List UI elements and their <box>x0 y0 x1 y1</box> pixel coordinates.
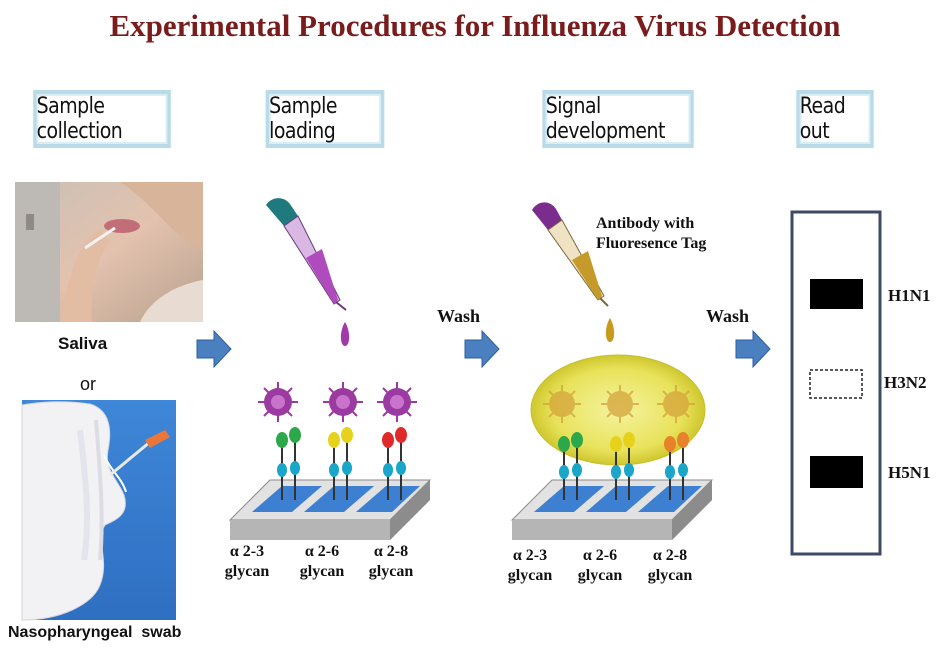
glycan-stalks-signal <box>558 432 689 500</box>
readout-strip <box>790 210 882 556</box>
glycan-word: glycan <box>299 563 345 580</box>
arrow-1 <box>196 329 232 369</box>
nasal-swab-illustration <box>21 400 176 621</box>
glycan-label-a28-loading: α 2-8 glycan <box>356 542 426 582</box>
glycan-type: α 2-8 <box>373 543 409 560</box>
arrow-2 <box>464 329 500 369</box>
glycan-type: α 2-3 <box>229 543 265 560</box>
readout-band-h5n1 <box>810 456 863 488</box>
glycan-word: glycan <box>577 567 623 584</box>
glycan-chip-signal <box>510 479 714 540</box>
glycan-stalks-loading <box>276 427 407 500</box>
or-label: or <box>80 374 97 394</box>
antibody-label-line2: Fluoresence Tag <box>596 235 707 252</box>
glycan-chip-loading <box>228 479 432 540</box>
strain-label-h3n2: H3N2 <box>884 373 927 392</box>
step-sample-collection: Sample collection <box>33 90 171 148</box>
diagram-title: Experimental Procedures for Influenza Vi… <box>109 8 841 43</box>
readout-band-h1n1 <box>810 279 863 309</box>
glycan-label-a23-loading: α 2-3 glycan <box>212 542 282 582</box>
glycan-word: glycan <box>224 563 270 580</box>
glycan-type: α 2-6 <box>582 547 618 564</box>
step-sample-loading: Sample loading <box>265 90 385 148</box>
pipette-antibody <box>532 202 615 342</box>
glycan-label-a23-signal: α 2-3 glycan <box>495 546 565 586</box>
virus-particles <box>258 382 417 422</box>
glycan-word: glycan <box>647 567 693 584</box>
antibody-label: Antibody with Fluoresence Tag <box>596 214 706 254</box>
glycan-label-a26-loading: α 2-6 glycan <box>287 542 357 582</box>
saliva-label: Saliva <box>58 334 108 353</box>
glycan-type: α 2-6 <box>304 543 340 560</box>
saliva-photo <box>15 182 203 322</box>
strain-label-h5n1: H5N1 <box>888 463 931 482</box>
wash-label-2: Wash <box>706 306 750 326</box>
readout-band-h3n2 <box>809 369 863 399</box>
glycan-word: glycan <box>507 567 553 584</box>
arrow-3 <box>735 329 771 369</box>
swab-label: Nasopharyngeal swab <box>8 624 182 641</box>
glycan-type: α 2-3 <box>512 547 548 564</box>
wash-label-1: Wash <box>437 306 481 326</box>
glycan-word: glycan <box>368 563 414 580</box>
step-read-out: Read out <box>796 90 874 148</box>
strain-label-h1n1: H1N1 <box>888 286 931 305</box>
pipette-sample-loading <box>266 198 350 346</box>
glycan-type: α 2-8 <box>652 547 688 564</box>
glycan-label-a28-signal: α 2-8 glycan <box>635 546 705 586</box>
antibody-label-line1: Antibody with <box>596 215 695 232</box>
step-signal-development: Signal development <box>542 90 694 148</box>
glycan-label-a26-signal: α 2-6 glycan <box>565 546 635 586</box>
